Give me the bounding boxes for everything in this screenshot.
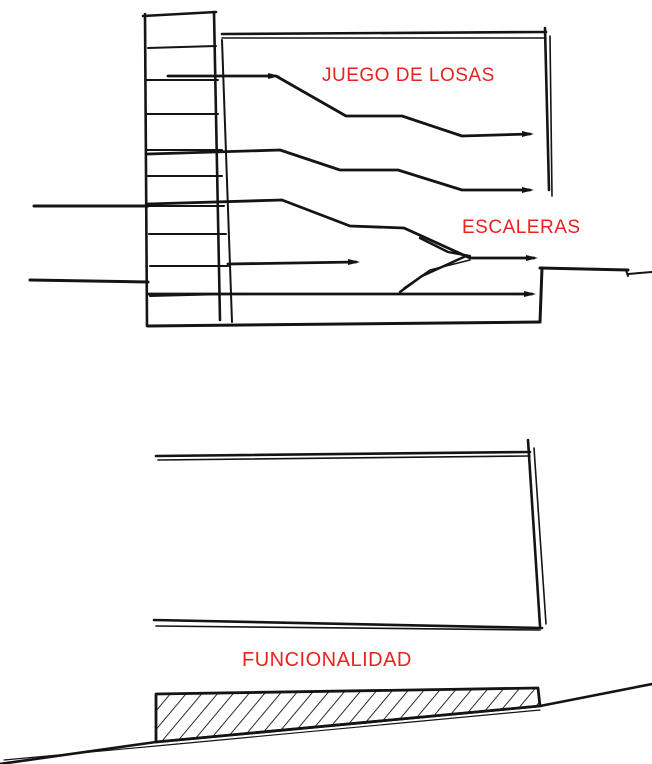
annotation-slabs: JUEGO DE LOSAS (322, 65, 495, 86)
slab-arrowheads (268, 73, 538, 297)
vertical-tower (141, 10, 233, 328)
annotation-stairs: ESCALERAS (462, 217, 581, 238)
stairs (398, 236, 472, 294)
hatched-block-sketch (0, 682, 652, 764)
volume-sketch (152, 438, 547, 631)
section-sketch (28, 10, 652, 328)
sloped-ground-thin (3, 709, 541, 761)
roof-and-wall (220, 26, 553, 197)
slabs (146, 74, 536, 296)
annotation-functionality: FUNCIONALIDAD (242, 649, 412, 671)
ground-lines (28, 204, 652, 328)
